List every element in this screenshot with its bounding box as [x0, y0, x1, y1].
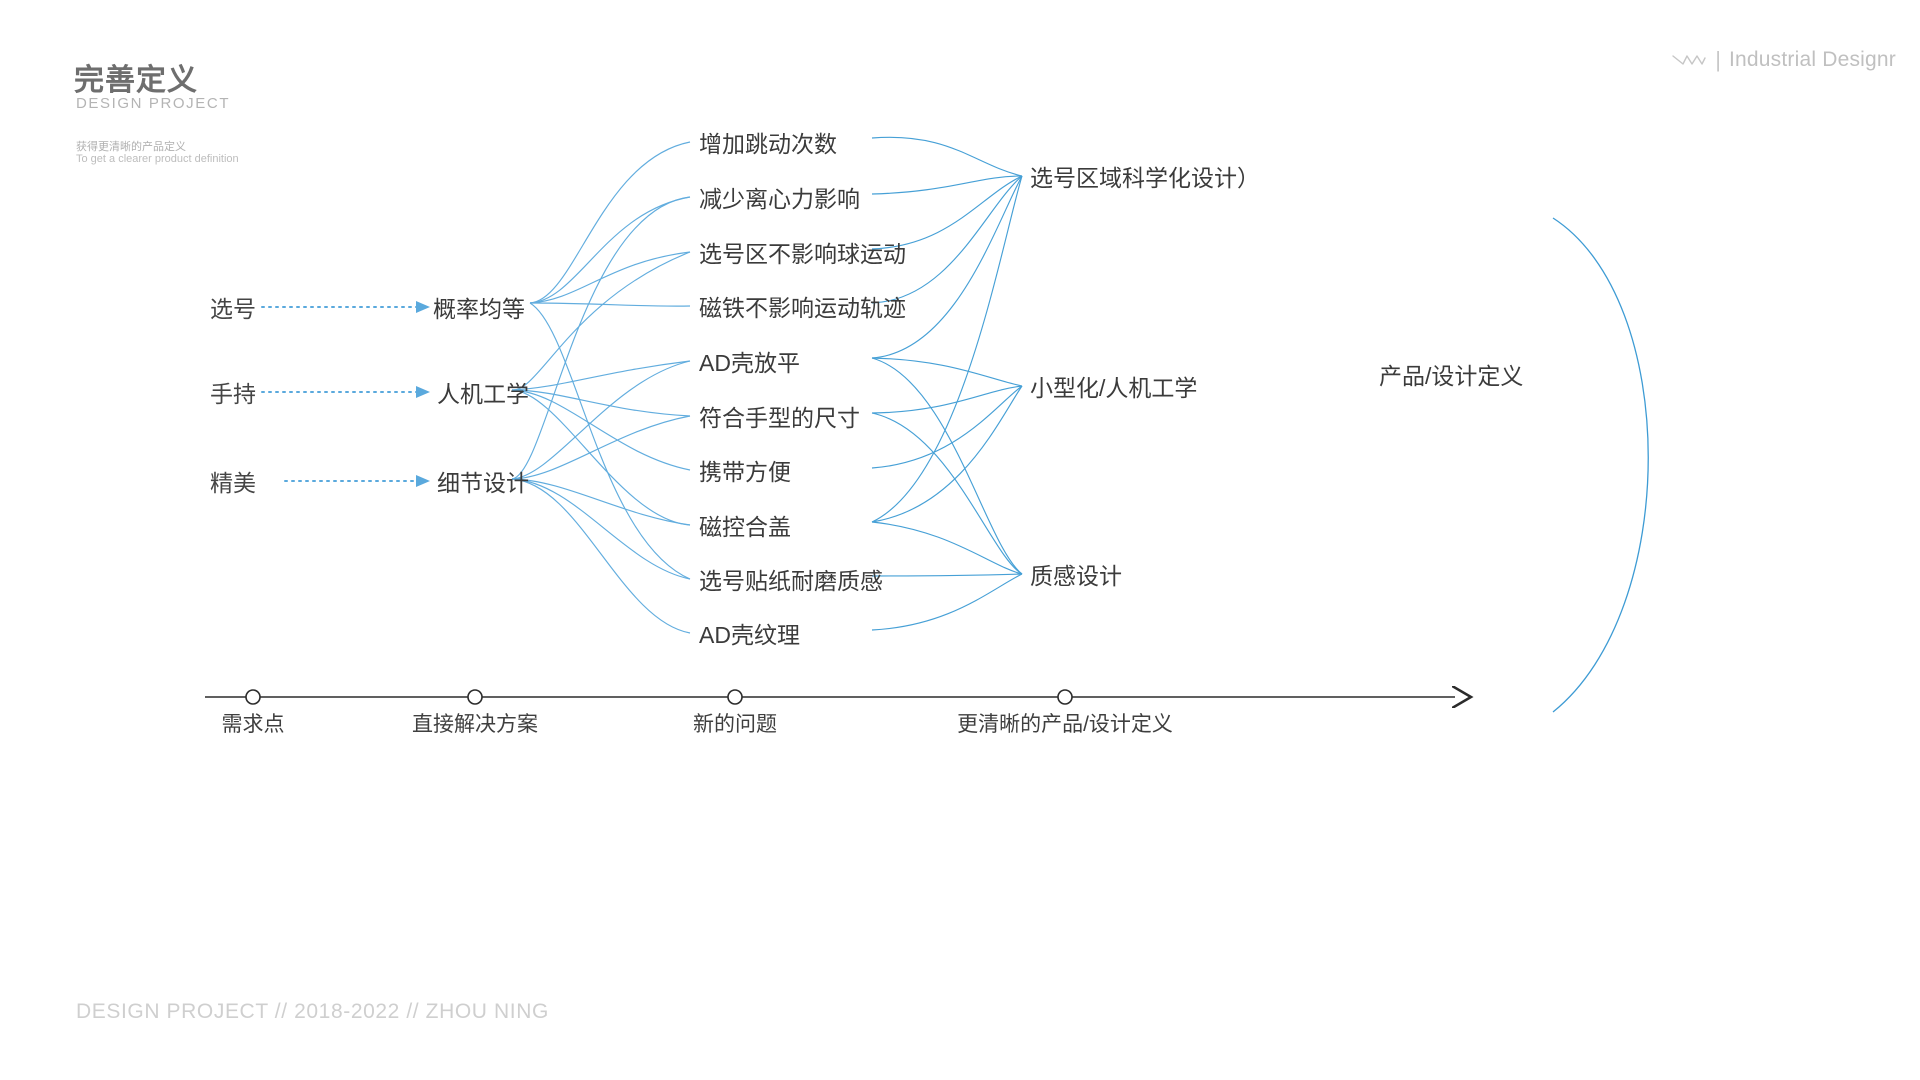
node-problem-7[interactable]: 磁控合盖 [699, 514, 791, 540]
page-subtitle: DESIGN PROJECT [76, 95, 231, 112]
node-definition-1[interactable]: 小型化/人机工学 [1030, 375, 1198, 401]
timeline-tick [467, 689, 483, 705]
node-need-2[interactable]: 精美 [210, 470, 256, 496]
timeline-tick [245, 689, 261, 705]
node-definition-0[interactable]: 选号区域科学化设计） [1030, 165, 1260, 191]
timeline-axis [205, 690, 1455, 704]
needs-to-solutions-links [261, 301, 430, 487]
node-problem-3[interactable]: 磁铁不影响运动轨迹 [699, 295, 906, 321]
node-problem-1[interactable]: 减少离心力影响 [699, 186, 860, 212]
timeline-label-3: 更清晰的产品/设计定义 [957, 713, 1173, 736]
brand-lockup: | Industrial Designr [1671, 48, 1896, 72]
node-need-1[interactable]: 手持 [210, 381, 256, 407]
zigzag-logo-icon [1672, 55, 1706, 65]
node-need-0[interactable]: 选号 [210, 296, 256, 322]
timeline-tick [1057, 689, 1073, 705]
page-title: 完善定义 [74, 64, 198, 97]
header-note-en: To get a clearer product definition [76, 153, 239, 165]
node-solution-1[interactable]: 人机工学 [437, 381, 529, 407]
brand-name: Industrial Designr [1728, 48, 1896, 71]
timeline-label-2: 新的问题 [693, 713, 777, 736]
node-problem-4[interactable]: AD壳放平 [699, 350, 800, 376]
timeline-label-1: 直接解决方案 [412, 713, 538, 736]
timeline-label-0: 需求点 [221, 713, 285, 736]
node-solution-2[interactable]: 细节设计 [437, 470, 529, 496]
node-solution-0[interactable]: 概率均等 [433, 296, 525, 322]
node-problem-5[interactable]: 符合手型的尺寸 [699, 405, 860, 431]
header-note-cn: 获得更清晰的产品定义 [76, 141, 186, 153]
problem-to-definition-links [871, 136, 1023, 631]
node-problem-6[interactable]: 携带方便 [699, 459, 791, 485]
node-final-definition[interactable]: 产品/设计定义 [1379, 363, 1524, 389]
node-definition-2[interactable]: 质感设计 [1030, 563, 1122, 589]
brand-divider: | [1715, 47, 1721, 72]
node-problem-0[interactable]: 增加跳动次数 [699, 131, 837, 157]
footer-credit: DESIGN PROJECT // 2018-2022 // ZHOU NING [76, 1000, 549, 1023]
final-definition-arc [1552, 217, 1649, 713]
solution-to-problem-links [511, 141, 691, 634]
timeline-tick [727, 689, 743, 705]
node-problem-8[interactable]: 选号贴纸耐磨质感 [699, 568, 883, 594]
node-problem-2[interactable]: 选号区不影响球运动 [699, 241, 906, 267]
node-problem-9[interactable]: AD壳纹理 [699, 622, 800, 648]
